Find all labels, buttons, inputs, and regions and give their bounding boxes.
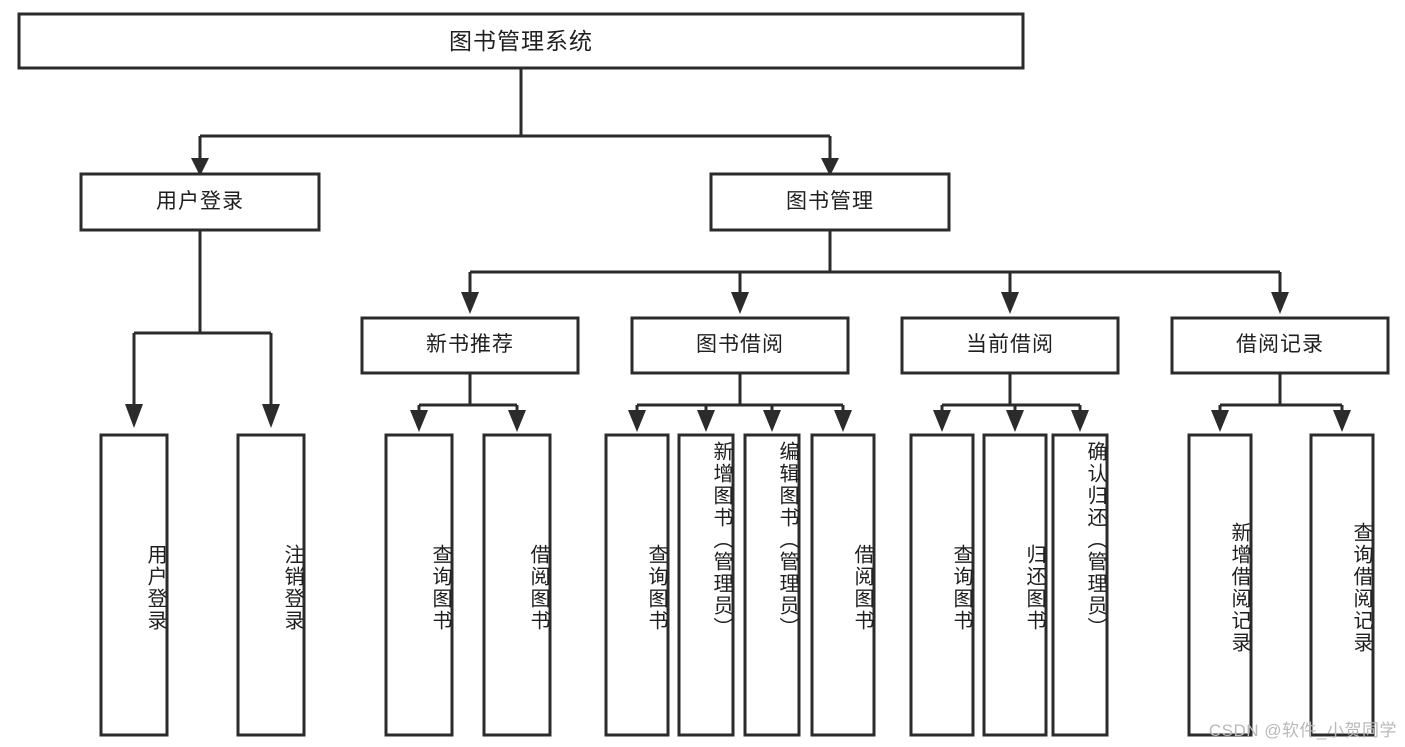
node-box-book-borrow[interactable] bbox=[630, 316, 850, 375]
connector-new-book-recommend-to-leaves bbox=[417, 373, 519, 412]
node-box-leaf-query-book-1[interactable] bbox=[384, 433, 454, 737]
node-box-borrow-record[interactable] bbox=[1170, 316, 1390, 375]
arrow-head-leaf-query-book-1 bbox=[410, 410, 428, 432]
arrow-head-leaf-query-record bbox=[1333, 410, 1351, 432]
csdn-watermark: CSDN @软件_小贺同学 bbox=[1208, 721, 1397, 740]
node-box-leaf-logout[interactable] bbox=[236, 433, 306, 737]
node-box-leaf-edit-book[interactable] bbox=[743, 433, 801, 737]
node-box-leaf-return-book[interactable] bbox=[982, 433, 1048, 737]
arrow-head-leaf-user-login bbox=[125, 404, 143, 428]
connector-borrow-record-to-leaves bbox=[1218, 373, 1344, 412]
node-box-root[interactable] bbox=[17, 12, 1025, 70]
node-box-leaf-add-book[interactable] bbox=[677, 433, 735, 737]
arrow-head-book-borrow bbox=[731, 292, 749, 314]
connector-user-login-to-leaves bbox=[132, 230, 273, 404]
node-box-leaf-user-login[interactable] bbox=[99, 433, 169, 737]
node-box-leaf-borrow-book-2[interactable] bbox=[810, 433, 876, 737]
node-box-leaf-confirm-return[interactable] bbox=[1051, 433, 1109, 737]
connector-book-manage-to-level3 bbox=[468, 230, 1282, 292]
arrow-head-leaf-edit-book bbox=[763, 410, 781, 432]
arrow-head-user-login bbox=[191, 158, 209, 176]
connector-book-borrow-to-leaves bbox=[635, 373, 845, 412]
node-box-new-book-recommend[interactable] bbox=[360, 316, 580, 375]
arrow-head-book-manage bbox=[821, 158, 839, 176]
node-box-leaf-query-book-3[interactable] bbox=[909, 433, 975, 737]
arrow-head-leaf-confirm-return bbox=[1071, 410, 1089, 432]
arrow-head-leaf-borrow-book-1 bbox=[508, 410, 526, 432]
connector-root-to-level2 bbox=[198, 68, 832, 160]
arrow-head-leaf-query-book-3 bbox=[933, 410, 951, 432]
arrow-head-new-book-recommend bbox=[461, 292, 479, 314]
arrow-head-borrow-record bbox=[1271, 292, 1289, 314]
arrow-head-leaf-return-book bbox=[1006, 410, 1024, 432]
arrow-head-current-borrow bbox=[1001, 292, 1019, 314]
arrow-head-leaf-add-record bbox=[1211, 410, 1229, 432]
arrow-head-leaf-query-book-2 bbox=[628, 410, 646, 432]
arrow-head-leaf-add-book bbox=[697, 410, 715, 432]
node-box-leaf-query-book-2[interactable] bbox=[604, 433, 670, 737]
node-box-book-manage[interactable] bbox=[709, 172, 951, 232]
node-box-user-login[interactable] bbox=[79, 172, 321, 232]
node-box-leaf-borrow-book-1[interactable] bbox=[482, 433, 552, 737]
arrow-head-leaf-logout bbox=[262, 404, 280, 428]
node-box-current-borrow[interactable] bbox=[900, 316, 1120, 375]
connector-current-borrow-to-leaves bbox=[940, 373, 1082, 412]
node-box-leaf-add-record[interactable] bbox=[1187, 433, 1253, 737]
arrow-head-leaf-borrow-book-2 bbox=[834, 410, 852, 432]
node-box-leaf-query-record[interactable] bbox=[1309, 433, 1375, 737]
